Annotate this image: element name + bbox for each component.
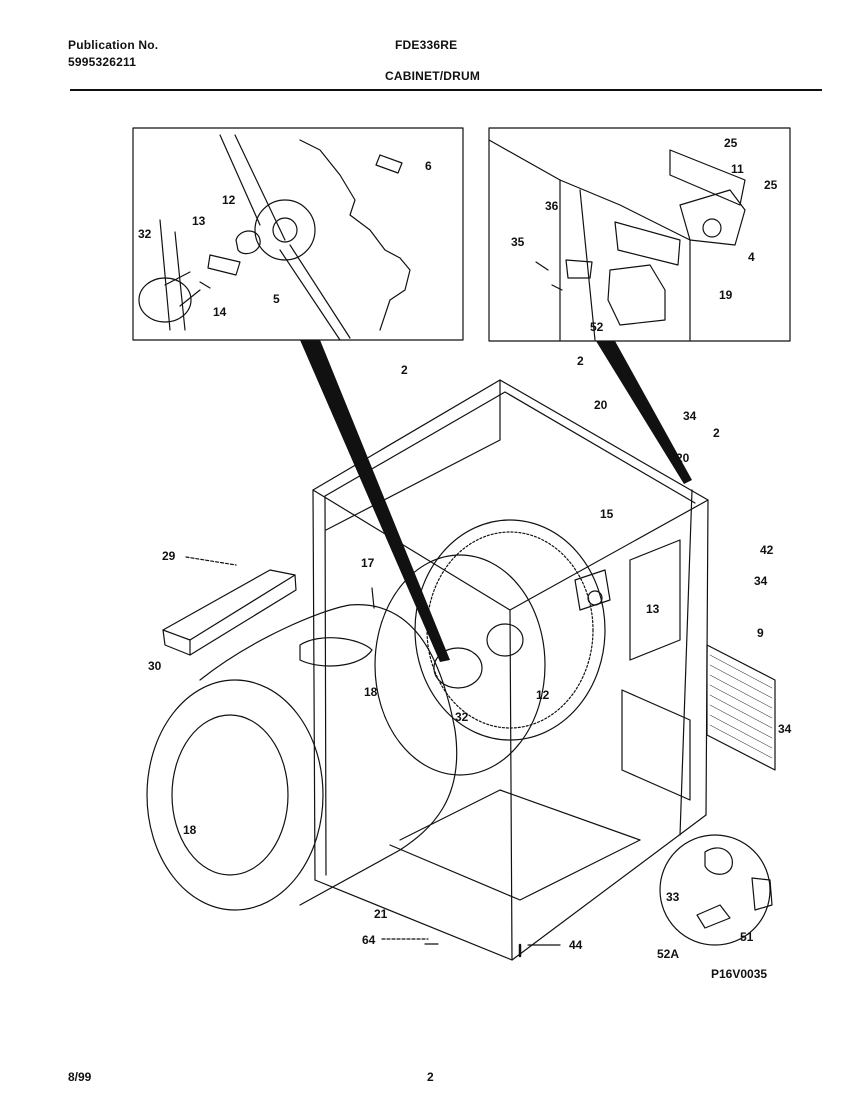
callout-9: 9 xyxy=(757,626,764,640)
callout-34-a: 34 xyxy=(683,409,697,423)
callout-group: 2 2 2 20 20 34 34 34 42 13 15 9 29 17 30… xyxy=(138,136,792,981)
callout-32: 32 xyxy=(455,710,469,724)
callout-42: 42 xyxy=(760,543,774,557)
callout-13: 13 xyxy=(646,602,660,616)
callout-18-b: 18 xyxy=(183,823,197,837)
callout-36: 36 xyxy=(545,199,559,213)
callout-19: 19 xyxy=(719,288,733,302)
section-title: CABINET/DRUM xyxy=(385,69,481,83)
callout-12-inset: 12 xyxy=(222,193,236,207)
callout-18-a: 18 xyxy=(364,685,378,699)
callout-32-inset: 32 xyxy=(138,227,152,241)
detail-circle xyxy=(659,834,771,946)
callout-2-right: 2 xyxy=(577,354,584,368)
callout-33: 33 xyxy=(666,890,680,904)
callout-2-top: 2 xyxy=(401,363,408,377)
callout-13-inset: 13 xyxy=(192,214,206,228)
callout-12: 12 xyxy=(536,688,550,702)
callout-20-a: 20 xyxy=(594,398,608,412)
footer-date: 8/99 xyxy=(68,1070,92,1084)
callout-34-c: 34 xyxy=(778,722,792,736)
callout-44: 44 xyxy=(569,938,583,952)
callout-35: 35 xyxy=(511,235,525,249)
inset-frame-left xyxy=(132,127,464,341)
callout-29: 29 xyxy=(162,549,176,563)
callout-11: 11 xyxy=(731,162,744,176)
publication-number: 5995326211 xyxy=(68,55,137,69)
callout-5: 5 xyxy=(273,292,280,306)
footer-page-number: 2 xyxy=(427,1070,434,1084)
callout-64: 64 xyxy=(362,933,376,947)
callout-34-b: 34 xyxy=(754,574,768,588)
callout-52a: 52A xyxy=(657,947,679,961)
callout-4: 4 xyxy=(748,250,755,264)
callout-25-a: 25 xyxy=(724,136,738,150)
callout-51: 51 xyxy=(740,930,754,944)
drawing-code: P16V0035 xyxy=(711,967,767,981)
callout-2-far: 2 xyxy=(713,426,720,440)
callout-52: 52 xyxy=(590,320,604,334)
callout-15: 15 xyxy=(600,507,614,521)
callout-25-b: 25 xyxy=(764,178,778,192)
model-number: FDE336RE xyxy=(395,38,458,52)
callout-14: 14 xyxy=(213,305,227,319)
inset-frame-right xyxy=(488,127,791,342)
header-rule xyxy=(70,89,822,91)
publication-label: Publication No. xyxy=(68,38,159,52)
callout-30: 30 xyxy=(148,659,162,673)
callout-6: 6 xyxy=(425,159,432,173)
callout-17: 17 xyxy=(361,556,375,570)
callout-21: 21 xyxy=(374,907,388,921)
callout-20-b: 20 xyxy=(676,451,690,465)
drum-body xyxy=(199,604,458,906)
